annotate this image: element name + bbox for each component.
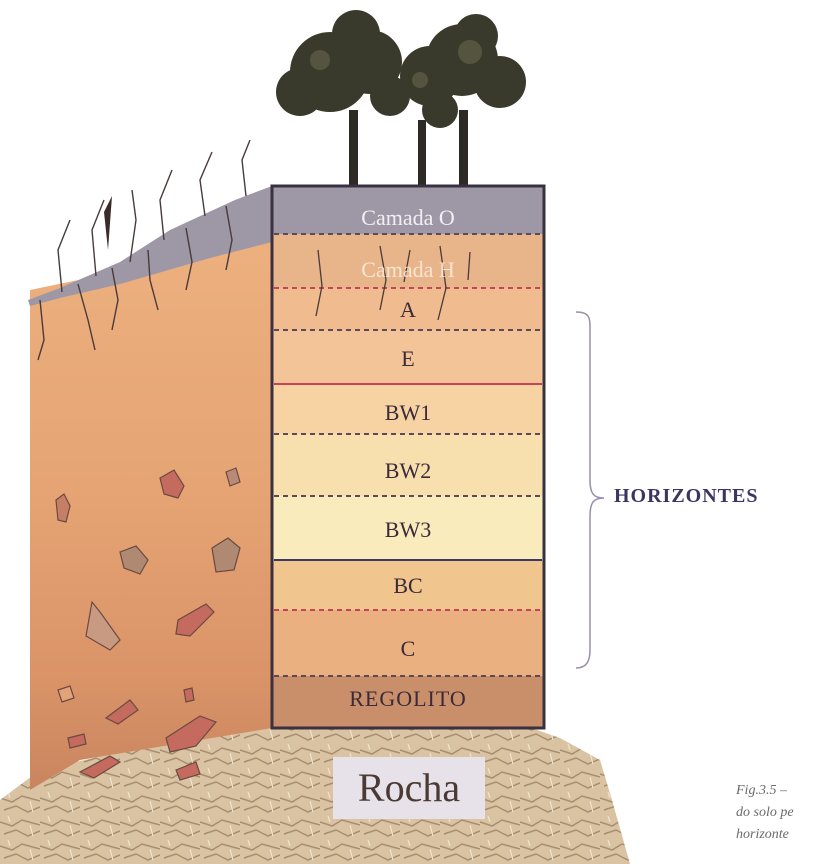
horizons-brace [576, 312, 604, 668]
layer-label-bc: BC [272, 573, 544, 599]
layer-label-c: C [272, 636, 544, 662]
layer-label-bw1: BW1 [272, 400, 544, 426]
layer-label-bw2: BW2 [272, 458, 544, 484]
rock-label: Rocha [333, 757, 485, 819]
layer-label-bw3: BW3 [272, 517, 544, 543]
grass-leaf [104, 196, 112, 250]
layer-label-a: A [272, 297, 544, 323]
figure-caption: Fig.3.5 – do solo pe horizonte [736, 780, 816, 846]
layer-label-o: Camada O [272, 205, 544, 231]
trees [276, 10, 526, 186]
layer-label-e: E [272, 346, 544, 372]
horizons-label: HORIZONTES [614, 485, 758, 508]
layer-label-regolito: REGOLITO [272, 686, 544, 712]
layer-label-h: Camada H [272, 257, 544, 283]
